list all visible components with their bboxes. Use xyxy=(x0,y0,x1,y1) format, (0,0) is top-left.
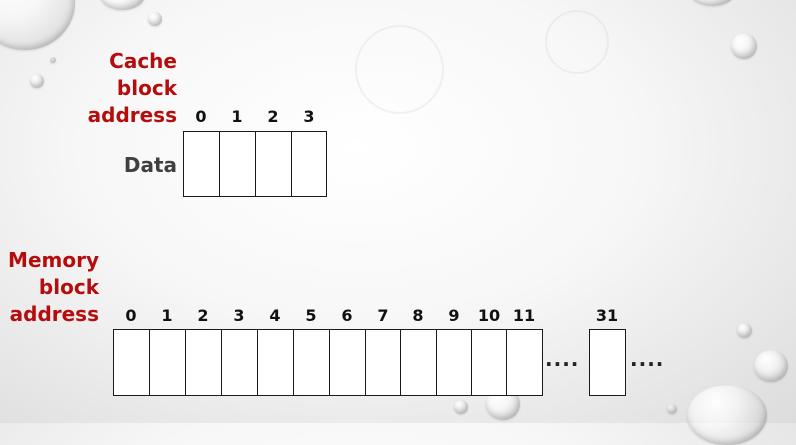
memory-index: 2 xyxy=(197,306,209,325)
water-drop-bubble xyxy=(30,74,44,88)
cache-index: 3 xyxy=(303,107,315,126)
memory-ellipsis-trailing: ···· xyxy=(630,352,665,376)
cache-label-line: block xyxy=(116,76,177,100)
memory-index: 3 xyxy=(233,306,245,325)
background-watermark-circle xyxy=(355,25,444,114)
water-drop-bubble xyxy=(687,385,767,445)
water-drop-bubble xyxy=(0,0,75,50)
memory-cell xyxy=(329,329,366,396)
cache-index: 1 xyxy=(231,107,243,126)
memory-label-line: Memory xyxy=(8,248,99,272)
memory-index: 4 xyxy=(269,306,281,325)
cache-index: 0 xyxy=(195,107,207,126)
memory-cell xyxy=(257,329,294,396)
water-drop-bubble xyxy=(754,350,788,382)
memory-index: 0 xyxy=(125,306,137,325)
memory-cell xyxy=(221,329,258,396)
water-drop-bubble xyxy=(148,12,162,26)
cache-cell xyxy=(255,131,292,197)
water-drop-bubble xyxy=(731,33,757,59)
cache-index: 2 xyxy=(267,107,279,126)
cache-cell xyxy=(291,131,327,197)
cache-data-label: Data xyxy=(123,153,177,177)
cache-label-line: address xyxy=(87,103,177,127)
memory-cell xyxy=(400,329,437,396)
memory-index: 8 xyxy=(412,306,424,325)
memory-index: 6 xyxy=(341,306,353,325)
memory-label-line: address xyxy=(9,302,99,326)
memory-cell xyxy=(471,329,507,396)
memory-cell xyxy=(149,329,186,396)
memory-index: 10 xyxy=(477,306,501,325)
memory-cell xyxy=(113,329,150,396)
water-drop-bubble xyxy=(454,400,468,414)
water-drop-bubble xyxy=(667,404,677,414)
water-drop-bubble xyxy=(50,57,56,63)
cache-cell xyxy=(183,131,220,197)
memory-index: 9 xyxy=(448,306,460,325)
memory-cell xyxy=(293,329,330,396)
memory-label-line: block xyxy=(38,275,99,299)
memory-index: 5 xyxy=(305,306,317,325)
water-drop-bubble xyxy=(737,323,752,338)
cache-block-address-label: Cache block address xyxy=(88,48,177,129)
memory-block-address-label: Memory block address xyxy=(8,247,99,328)
memory-index: 1 xyxy=(161,306,173,325)
cache-cell xyxy=(219,131,256,197)
memory-cell xyxy=(506,329,543,396)
memory-index: 7 xyxy=(377,306,389,325)
memory-cell xyxy=(365,329,401,396)
memory-index: 11 xyxy=(512,306,536,325)
cache-label-line: Cache xyxy=(109,49,177,73)
memory-index-last: 31 xyxy=(595,306,619,325)
memory-cell xyxy=(436,329,472,396)
background-watermark-ring xyxy=(545,10,609,74)
memory-ellipsis: ···· xyxy=(545,352,580,376)
water-drop-bubble xyxy=(100,0,145,10)
memory-cell xyxy=(185,329,222,396)
water-drop-bubble xyxy=(690,0,735,6)
memory-cell-last xyxy=(589,329,626,396)
